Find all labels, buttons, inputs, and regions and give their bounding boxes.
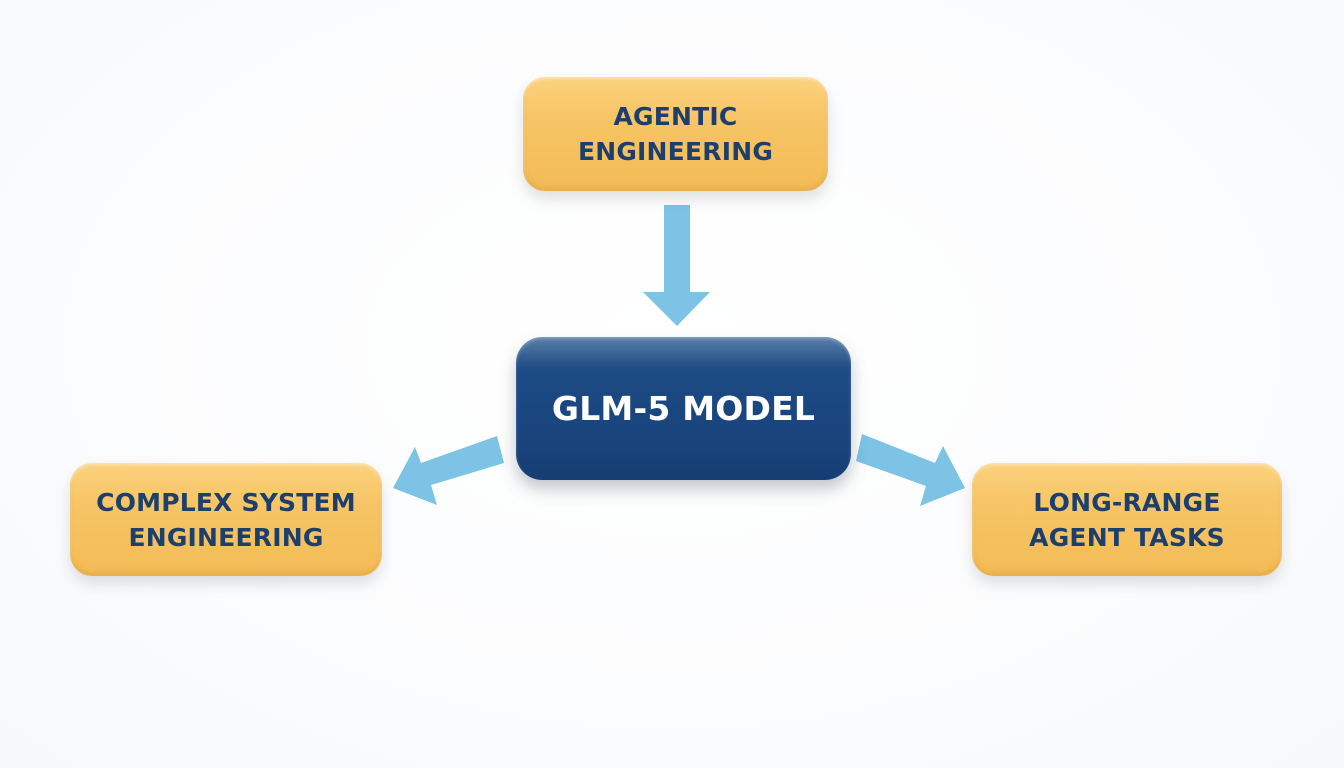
node-label-line: AGENTIC — [613, 102, 738, 131]
arrow-agentic-to-model — [643, 205, 710, 326]
arrow-model-to-complex-system — [393, 436, 504, 505]
node-label-line: LONG-RANGE — [1033, 487, 1221, 517]
node-label-line: ENGINEERING — [577, 137, 774, 166]
node-label-line: ENGINEERING — [128, 522, 324, 552]
arrow-model-to-long-range — [856, 434, 965, 506]
node-complex-system-engineering: COMPLEX SYSTEM ENGINEERING — [70, 463, 382, 576]
center-label: GLM-5 MODEL — [551, 389, 816, 428]
node-long-range-agent-tasks: LONG-RANGE AGENT TASKS — [972, 463, 1282, 576]
node-glm5-model: GLM-5 MODEL — [516, 337, 851, 480]
node-label-line: COMPLEX SYSTEM — [96, 487, 356, 517]
node-agentic-engineering: AGENTIC ENGINEERING — [523, 77, 828, 191]
node-label-line: AGENT TASKS — [1029, 522, 1225, 552]
